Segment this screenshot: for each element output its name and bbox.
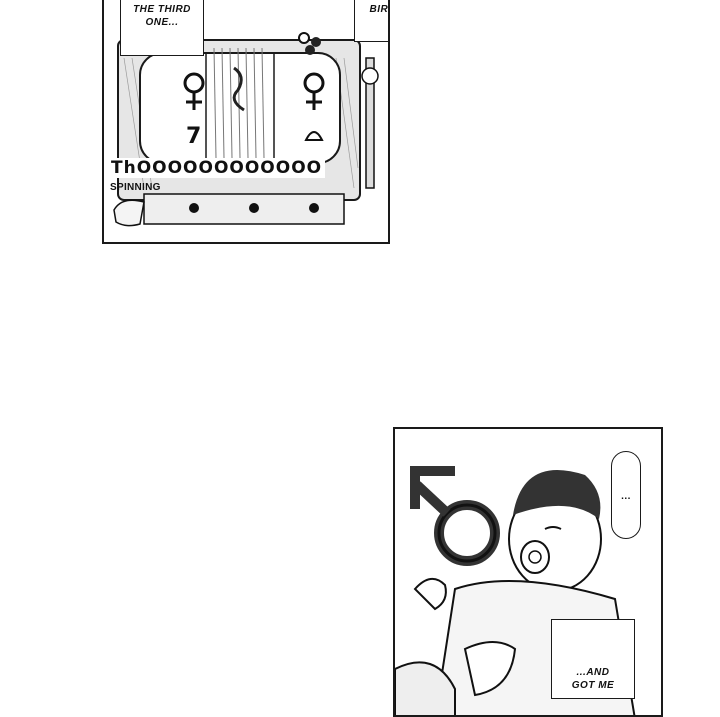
baby-panel: ... ...AND GOT ME: [393, 427, 663, 717]
speech-bubble-ellipsis: ...: [611, 451, 641, 539]
slot-button-icon: [189, 203, 199, 213]
caption-birth-to-two-girls: BIRTH TO TWO GIRLS...: [354, 0, 388, 42]
caption-and-got-me: ...AND GOT ME: [551, 619, 635, 699]
spinning-sound-effect: ThOOOOOOOOOOOO: [108, 158, 326, 178]
slot-button-icon: [249, 203, 259, 213]
female-symbol-left-icon: [183, 72, 205, 110]
male-symbol-icon: [410, 466, 500, 566]
spinning-label: SPINNING: [110, 182, 161, 193]
female-symbol-right-icon: [303, 72, 325, 110]
bell-icon: [304, 131, 324, 141]
cherries-icon: [298, 32, 321, 55]
seven-icon: 7: [186, 124, 201, 149]
caption-third-one: THE THIRD ONE...: [120, 0, 204, 56]
slot-button-icon: [309, 203, 319, 213]
slot-machine-panel: 7 THE THIRD ONE... BIRTH TO TWO GIRLS...…: [102, 0, 390, 244]
